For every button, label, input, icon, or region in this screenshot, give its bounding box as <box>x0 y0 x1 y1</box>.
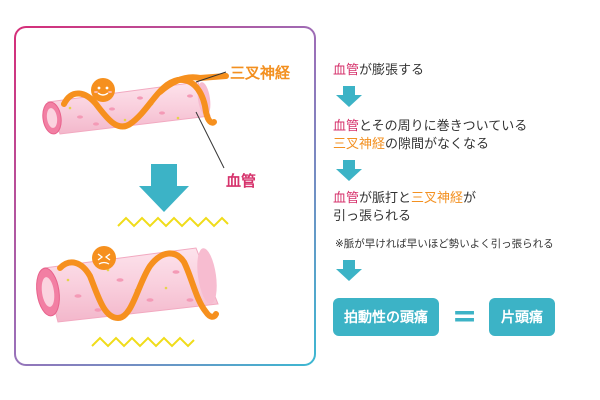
top-nerve <box>61 76 217 130</box>
bottom-nerve <box>57 250 219 322</box>
bottom-vessel <box>36 247 219 323</box>
step-1-part-1: 血管 <box>333 63 360 78</box>
label-trigeminal: 三叉神経 <box>230 64 291 82</box>
step-3-line1-part1: 血管 <box>333 191 360 206</box>
step-3-line1-part4: が <box>463 191 477 206</box>
nerve-face-top <box>91 78 115 102</box>
result-pulsating-headache: 拍動性の頭痛 <box>333 298 439 336</box>
nerve-face-bottom <box>92 246 116 270</box>
zigzag-bottom <box>91 336 195 348</box>
step-1-part-2: が膨張する <box>359 63 425 78</box>
equals-sign: = <box>452 299 478 334</box>
step-1: 血管が膨張する <box>333 62 424 80</box>
step-arrow-2 <box>336 160 362 181</box>
step-arrow-1 <box>336 86 362 107</box>
down-arrow-large <box>139 164 189 212</box>
zigzag-top <box>117 216 229 228</box>
step-3-line2-part1: 引っ張られる <box>333 209 412 224</box>
step-arrow-3 <box>336 260 362 281</box>
label-vessel: 血管 <box>226 172 257 190</box>
step-3: 血管が脈打と三叉神経が 引っ張られる <box>333 190 476 226</box>
step-2-line1-part2: とその周りに巻きついている <box>359 119 528 134</box>
step-2-line2-part2: の隙間がなくなる <box>385 137 490 152</box>
pointer-vessel <box>195 111 225 169</box>
step-2-line1-part1: 血管 <box>333 119 360 134</box>
step-2-line2-part1: 三叉神経 <box>333 137 386 152</box>
step-3-line1-part2: が脈打と <box>359 191 412 206</box>
result-migraine: 片頭痛 <box>489 298 555 336</box>
speed-note: ※脈が早ければ早いほど勢いよく引っ張られる <box>335 238 554 250</box>
step-2: 血管とその周りに巻きついている 三叉神経の隙間がなくなる <box>333 118 527 154</box>
pointer-trigeminal <box>195 71 227 83</box>
step-3-line1-part3: 三叉神経 <box>411 191 464 206</box>
